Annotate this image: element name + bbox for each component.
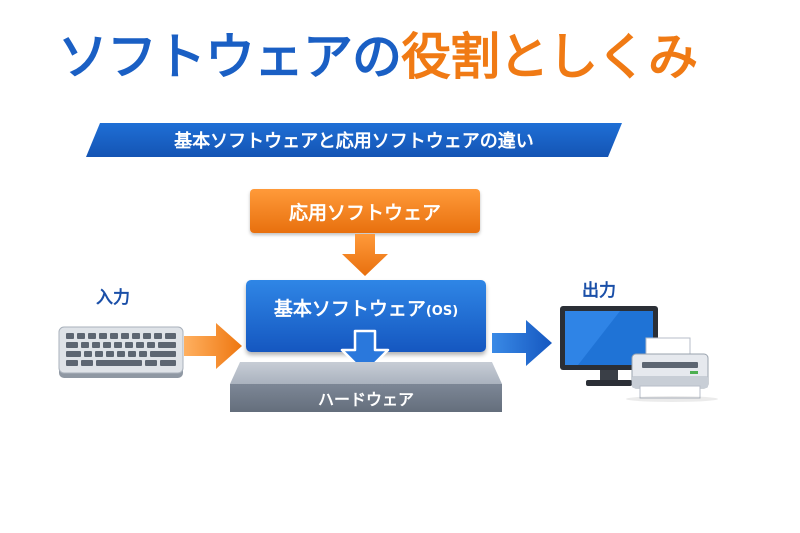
- input-label: 入力: [96, 288, 130, 308]
- output-label: 出力: [582, 281, 616, 301]
- basic-software-label: 基本ソフトウェア(OS): [246, 294, 486, 321]
- subtitle-band: 基本ソフトウェアと応用ソフトウェアの違い: [86, 123, 622, 157]
- hardware-front: ハードウェア: [230, 384, 502, 412]
- keyboard-icon: [58, 326, 184, 378]
- page-title: ソフトウェアの役割としくみ: [58, 28, 698, 86]
- application-software-label: 応用ソフトウェア: [288, 201, 441, 224]
- hardware-label: ハードウェア: [317, 390, 414, 409]
- application-software-box: 応用ソフトウェア: [250, 189, 480, 233]
- subtitle-text: 基本ソフトウェアと応用ソフトウェアの違い: [174, 131, 534, 152]
- arrow-down-icon: [340, 329, 390, 375]
- arrow-down-icon: [342, 234, 388, 276]
- basic-software-suffix: (OS): [425, 304, 459, 319]
- title-part-orange: 役割としくみ: [401, 28, 698, 86]
- monitor-icon: [560, 306, 658, 386]
- title-part-blue: ソフトウェアの: [58, 28, 402, 86]
- hardware-base: ハードウェア: [230, 362, 502, 412]
- arrow-right-icon: [184, 323, 242, 369]
- hardware-top-surface: [230, 362, 502, 384]
- basic-software-main: 基本ソフトウェア: [273, 298, 426, 320]
- arrow-right-icon: [492, 320, 552, 366]
- printer-icon: [626, 337, 718, 402]
